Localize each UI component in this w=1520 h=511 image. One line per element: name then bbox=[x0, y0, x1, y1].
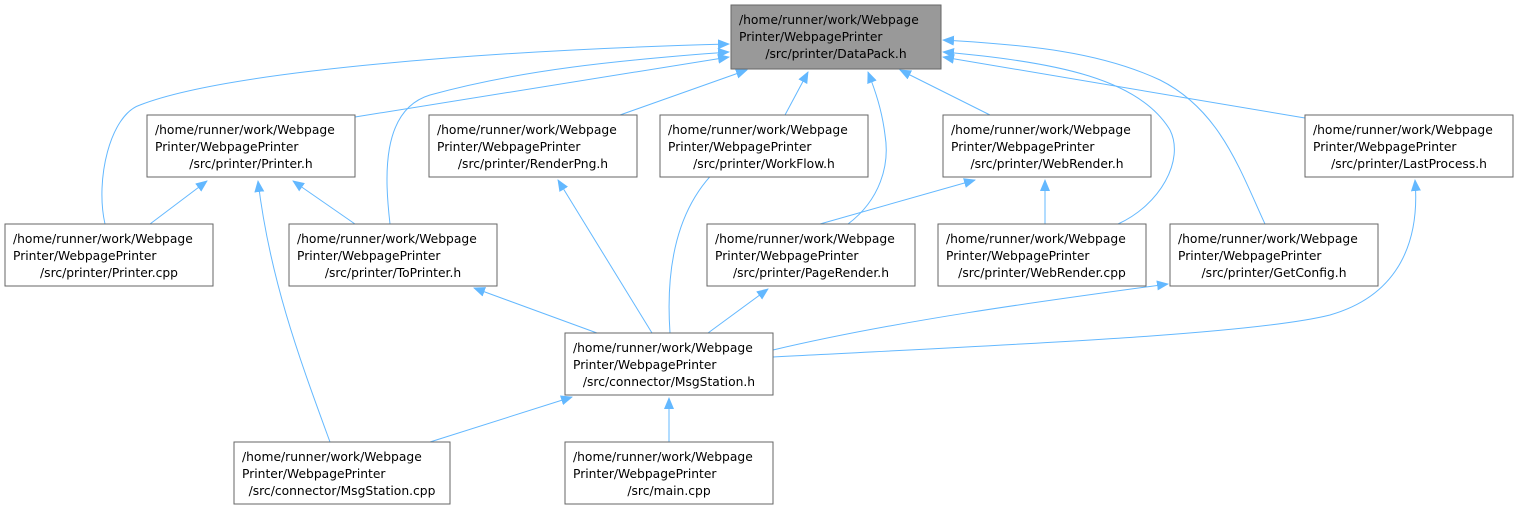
node-label-line: /src/printer/ToPrinter.h bbox=[325, 266, 461, 280]
edge-printer_cpp-to-datapack bbox=[101, 39, 730, 225]
node-box bbox=[564, 441, 774, 505]
node-label-line: Printer/WebpagePrinter bbox=[437, 140, 581, 154]
node-box bbox=[233, 441, 451, 505]
node-msgstation_h[interactable]: /home/runner/work/WebpagePrinter/Webpage… bbox=[564, 332, 774, 396]
node-label-line: /src/printer/Printer.cpp bbox=[40, 266, 178, 280]
node-label-line: /src/printer/Printer.h bbox=[189, 157, 312, 171]
node-box bbox=[4, 223, 214, 287]
node-label-line: Printer/WebpagePrinter bbox=[13, 249, 157, 263]
node-box bbox=[942, 114, 1152, 178]
node-label-line: /home/runner/work/Webpage bbox=[13, 232, 193, 246]
node-msgstation_cpp[interactable]: /home/runner/work/WebpagePrinter/Webpage… bbox=[233, 441, 451, 505]
node-label-line: Printer/WebpagePrinter bbox=[297, 249, 441, 263]
node-label-line: /home/runner/work/Webpage bbox=[946, 232, 1126, 246]
edge-msgstation_h-to-toprinter_h bbox=[473, 287, 598, 334]
edge-msgstation_cpp-to-msgstation_h bbox=[429, 395, 573, 443]
node-webrender_cpp[interactable]: /home/runner/work/WebpagePrinter/Webpage… bbox=[937, 223, 1147, 287]
node-label-line: Printer/WebpagePrinter bbox=[951, 140, 1095, 154]
edge-pagerender_h-to-webrender_h bbox=[819, 178, 976, 225]
node-main_cpp[interactable]: /home/runner/work/WebpagePrinter/Webpage… bbox=[564, 441, 774, 505]
node-label-line: /src/printer/WorkFlow.h bbox=[693, 157, 835, 171]
edge-getconfig_h-to-datapack bbox=[942, 35, 1266, 225]
node-label-line: /src/printer/RenderPng.h bbox=[458, 157, 608, 171]
node-getconfig_h[interactable]: /home/runner/work/WebpagePrinter/Webpage… bbox=[1169, 223, 1379, 287]
node-box bbox=[659, 114, 869, 178]
edge-msgstation_h-to-getconfig_h bbox=[772, 280, 1169, 351]
edge-msgstation_cpp-to-printer_h bbox=[254, 180, 331, 443]
node-label-line: /home/runner/work/Webpage bbox=[297, 232, 477, 246]
node-box bbox=[288, 223, 498, 287]
node-label-line: /src/printer/GetConfig.h bbox=[1202, 266, 1347, 280]
node-label-line: Printer/WebpagePrinter bbox=[1313, 140, 1457, 154]
node-box bbox=[428, 114, 638, 178]
node-renderpng_h[interactable]: /home/runner/work/WebpagePrinter/Webpage… bbox=[428, 114, 638, 178]
node-label-line: /src/printer/WebRender.h bbox=[970, 157, 1123, 171]
node-label-line: /home/runner/work/Webpage bbox=[242, 450, 422, 464]
node-label-line: Printer/WebpagePrinter bbox=[668, 140, 812, 154]
edge-workflow_h-to-datapack bbox=[784, 71, 809, 116]
edge-printer_cpp-to-printer_h bbox=[149, 180, 208, 225]
node-label-line: Printer/WebpagePrinter bbox=[946, 249, 1090, 263]
node-label-line: /src/printer/DataPack.h bbox=[765, 47, 906, 61]
node-label-line: Printer/WebpagePrinter bbox=[715, 249, 859, 263]
node-box bbox=[706, 223, 916, 287]
edge-renderpng_h-to-datapack bbox=[619, 68, 748, 116]
node-toprinter_h[interactable]: /home/runner/work/WebpagePrinter/Webpage… bbox=[288, 223, 498, 287]
node-lastprocess_h[interactable]: /home/runner/work/WebpagePrinter/Webpage… bbox=[1304, 114, 1514, 178]
edge-msgstation_h-to-pagerender_h bbox=[707, 288, 769, 334]
node-label-line: /src/printer/LastProcess.h bbox=[1331, 157, 1487, 171]
edge-webrender_cpp-to-datapack bbox=[942, 47, 1175, 225]
node-label-line: /home/runner/work/Webpage bbox=[1313, 123, 1493, 137]
edge-lastprocess_h-to-datapack bbox=[942, 53, 1306, 119]
node-label-line: Printer/WebpagePrinter bbox=[739, 30, 883, 44]
node-label-line: /home/runner/work/Webpage bbox=[715, 232, 895, 246]
node-pagerender_h[interactable]: /home/runner/work/WebpagePrinter/Webpage… bbox=[706, 223, 916, 287]
node-label-line: /home/runner/work/Webpage bbox=[573, 341, 753, 355]
node-label-line: Printer/WebpagePrinter bbox=[155, 140, 299, 154]
node-label-line: /src/main.cpp bbox=[627, 484, 710, 498]
node-box bbox=[146, 114, 356, 178]
node-datapack[interactable]: /home/runner/work/WebpagePrinter/Webpage… bbox=[730, 4, 942, 70]
node-label-line: /src/connector/MsgStation.cpp bbox=[249, 484, 436, 498]
edge-msgstation_h-to-lastprocess_h bbox=[772, 179, 1421, 358]
node-label-line: /home/runner/work/Webpage bbox=[573, 450, 753, 464]
node-label-line: /src/connector/MsgStation.h bbox=[583, 375, 755, 389]
node-label-line: Printer/WebpagePrinter bbox=[1178, 249, 1322, 263]
node-label-line: Printer/WebpagePrinter bbox=[242, 467, 386, 481]
node-box bbox=[1304, 114, 1514, 178]
node-label-line: /home/runner/work/Webpage bbox=[1178, 232, 1358, 246]
node-box bbox=[937, 223, 1147, 287]
node-label-line: /home/runner/work/Webpage bbox=[739, 13, 919, 27]
node-label-line: /home/runner/work/Webpage bbox=[668, 123, 848, 137]
node-label-line: Printer/WebpagePrinter bbox=[573, 358, 717, 372]
node-webrender_h[interactable]: /home/runner/work/WebpagePrinter/Webpage… bbox=[942, 114, 1152, 178]
node-box bbox=[730, 4, 942, 70]
edge-msgstation_h-to-renderpng_h bbox=[557, 179, 653, 334]
node-printer_h[interactable]: /home/runner/work/WebpagePrinter/Webpage… bbox=[146, 114, 356, 178]
node-label-line: /home/runner/work/Webpage bbox=[155, 123, 335, 137]
node-label-line: /home/runner/work/Webpage bbox=[951, 123, 1131, 137]
node-label-line: /src/printer/PageRender.h bbox=[733, 266, 889, 280]
edge-webrender_h-to-datapack bbox=[899, 69, 991, 116]
node-box bbox=[564, 332, 774, 396]
edge-toprinter_h-to-datapack bbox=[386, 47, 730, 225]
node-box bbox=[1169, 223, 1379, 287]
node-workflow_h[interactable]: /home/runner/work/WebpagePrinter/Webpage… bbox=[659, 114, 869, 178]
node-label-line: /src/printer/WebRender.cpp bbox=[958, 266, 1126, 280]
node-printer_cpp[interactable]: /home/runner/work/WebpagePrinter/Webpage… bbox=[4, 223, 214, 287]
edge-pagerender_h-to-datapack bbox=[847, 71, 887, 225]
edge-toprinter_h-to-printer_h bbox=[292, 180, 356, 225]
node-label-line: /home/runner/work/Webpage bbox=[437, 123, 617, 137]
node-label-line: Printer/WebpagePrinter bbox=[573, 467, 717, 481]
edge-printer_h-to-datapack bbox=[354, 53, 730, 118]
